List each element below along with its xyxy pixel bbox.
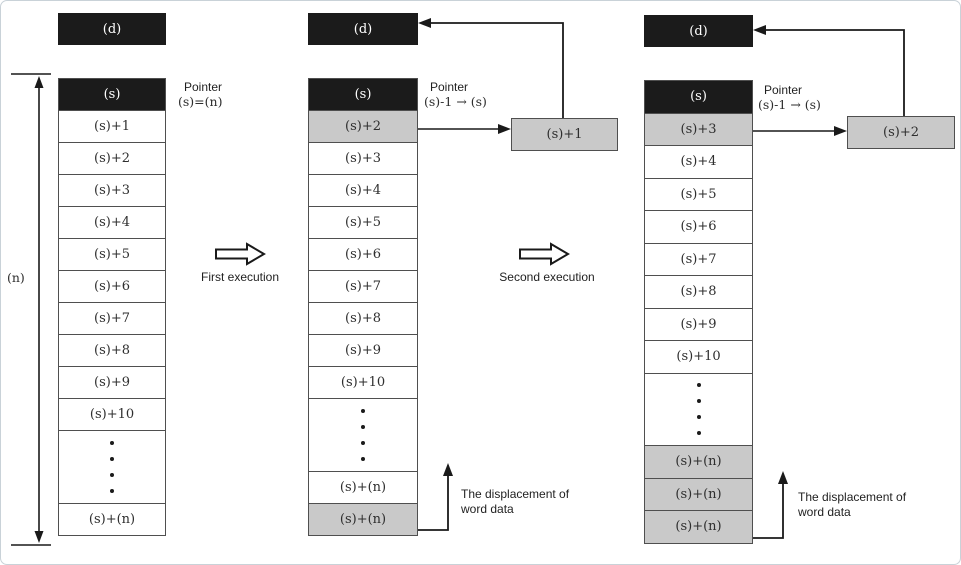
middle-displacement-arrow-shaft: [418, 475, 449, 531]
first-execution-label: First execution: [200, 270, 280, 284]
stack-row-cell: (s)+6: [308, 238, 418, 271]
stack-right: (s)(s)+3(s)+4(s)+5(s)+6(s)+7(s)+8(s)+9(s…: [644, 80, 753, 544]
stack-middle: (s)(s)+2(s)+3(s)+4(s)+5(s)+6(s)+7(s)+8(s…: [308, 78, 418, 536]
stack-header-cell: (s): [308, 78, 418, 111]
pointer-expression-right: (s)-1 → (s): [758, 97, 821, 112]
popped-value-box-middle: (s)+1: [511, 118, 618, 151]
stack-row-cell: (s)+5: [644, 177, 753, 211]
range-arrowhead-up: [34, 76, 44, 88]
stack-row-cell: (s)+9: [308, 334, 418, 367]
first-execution-block-arrow: [215, 242, 266, 266]
stack-row-cell: (s)+4: [308, 174, 418, 207]
pointer-annotation-right: Pointer (s)-1 → (s): [758, 83, 821, 112]
displacement-label-right: The displacement of word data: [798, 490, 906, 520]
stack-left: (s)(s)+1(s)+2(s)+3(s)+4(s)+5(s)+6(s)+7(s…: [58, 78, 166, 536]
stack-row-cell: (s)+10: [58, 398, 166, 431]
pointer-annotation-left: Pointer (s)=(n): [178, 80, 222, 109]
stack-row-cell: (s)+3: [58, 174, 166, 207]
popped-value-box-right: (s)+2: [847, 116, 955, 149]
ellipsis-dot: [361, 441, 365, 445]
stack-dots-cell: [308, 398, 418, 472]
displacement-label-right-line2: word data: [798, 505, 851, 519]
stack-row-cell: (s)+(n): [644, 510, 753, 544]
ellipsis-dot: [361, 425, 365, 429]
right-pop-arrowhead: [834, 126, 847, 136]
stack-row-cell: (s)+7: [308, 270, 418, 303]
middle-displacement-arrowhead: [443, 463, 453, 476]
middle-to-d-arrowhead: [418, 18, 431, 28]
right-displacement-arrowhead: [778, 471, 788, 484]
stack-row-cell: (s)+4: [644, 145, 753, 179]
stack-row-cell: (s)+(n): [58, 503, 166, 536]
stack-row-cell: (s)+7: [58, 302, 166, 335]
dest-register-box-middle: (d): [308, 13, 418, 45]
ellipsis-dot: [110, 489, 114, 493]
pointer-expression-middle: (s)-1 → (s): [424, 94, 487, 109]
stack-row-cell: (s)+2: [308, 110, 418, 143]
stack-header-cell: (s): [58, 78, 166, 111]
stack-row-cell: (s)+(n): [308, 471, 418, 504]
stack-row-cell: (s)+8: [308, 302, 418, 335]
second-execution-block-arrow: [519, 242, 570, 266]
stack-dots-cell: [644, 372, 753, 446]
dest-register-box-left: (d): [58, 13, 166, 45]
displacement-label-middle: The displacement of word data: [461, 487, 569, 517]
stack-row-cell: (s)+10: [308, 366, 418, 399]
ellipsis-dot: [361, 409, 365, 413]
displacement-label-middle-line1: The displacement of: [461, 487, 570, 501]
stack-row-cell: (s)+8: [58, 334, 166, 367]
pointer-title-left: Pointer: [184, 80, 223, 94]
stack-row-cell: (s)+3: [644, 112, 753, 146]
pointer-title-middle: Pointer: [430, 80, 469, 94]
range-arrowhead-down: [34, 531, 44, 543]
right-to-d-arrowhead: [753, 25, 766, 35]
ellipsis-dot: [110, 457, 114, 461]
second-execution-label: Second execution: [499, 270, 595, 284]
displacement-label-middle-line2: word data: [461, 502, 514, 516]
middle-pop-arrowhead: [498, 124, 511, 134]
stack-row-cell: (s)+9: [58, 366, 166, 399]
pointer-expression-left: (s)=(n): [178, 94, 223, 109]
stack-row-cell: (s)+9: [644, 307, 753, 341]
stack-dots-cell: [58, 430, 166, 504]
pointer-annotation-middle: Pointer (s)-1 → (s): [424, 80, 487, 109]
ellipsis-dot: [696, 399, 701, 404]
displacement-label-right-line1: The displacement of: [798, 490, 907, 504]
ellipsis-dot: [110, 441, 114, 445]
stack-row-cell: (s)+8: [644, 275, 753, 309]
pointer-title-right: Pointer: [764, 83, 803, 97]
stack-row-cell: (s)+(n): [308, 503, 418, 536]
ellipsis-dot: [110, 473, 114, 477]
dest-register-box-right: (d): [644, 15, 753, 47]
ellipsis-dot: [696, 431, 701, 436]
stack-row-cell: (s)+3: [308, 142, 418, 175]
stack-row-cell: (s)+2: [58, 142, 166, 175]
stack-row-cell: (s)+6: [644, 210, 753, 244]
stack-header-cell: (s): [644, 80, 753, 114]
range-n-label: (n): [7, 270, 25, 285]
stack-row-cell: (s)+4: [58, 206, 166, 239]
ellipsis-dot: [696, 415, 701, 420]
stack-row-cell: (s)+(n): [644, 445, 753, 479]
stack-row-cell: (s)+1: [58, 110, 166, 143]
right-displacement-arrow-shaft: [751, 483, 784, 539]
stack-row-cell: (s)+10: [644, 340, 753, 374]
ellipsis-dot: [696, 383, 701, 388]
stack-row-cell: (s)+6: [58, 270, 166, 303]
stack-row-cell: (s)+7: [644, 242, 753, 276]
stack-row-cell: (s)+5: [308, 206, 418, 239]
stack-row-cell: (s)+(n): [644, 477, 753, 511]
stack-row-cell: (s)+5: [58, 238, 166, 271]
ellipsis-dot: [361, 457, 365, 461]
